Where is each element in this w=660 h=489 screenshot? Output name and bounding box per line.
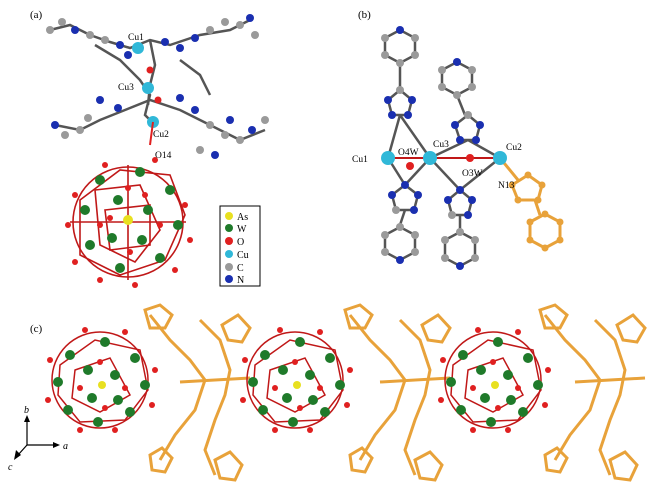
panel-b: (b)	[352, 9, 564, 270]
axis-triad	[14, 415, 60, 460]
axis-label-c: c	[8, 462, 13, 473]
cu3-atom-b	[423, 151, 437, 165]
legend-o-swatch	[225, 237, 233, 245]
legend-c-label: C	[237, 263, 244, 274]
panel-a-polyoxometalate-cluster	[65, 157, 193, 288]
panel-a-label: (a)	[30, 9, 43, 21]
cu1-atom-a	[132, 42, 144, 54]
panel-a: (a)	[30, 9, 269, 288]
cu1-atom-b	[381, 151, 395, 165]
panel-a-ligand-network: Cu1 Cu3 Cu2 O14	[46, 14, 269, 161]
atom-label-cu3-a: Cu3	[118, 83, 134, 93]
atom-label-o3w-b: O3W	[462, 169, 483, 179]
atom-label-cu1-a: Cu1	[128, 33, 144, 43]
axis-label-a: a	[63, 441, 68, 452]
legend-as-swatch	[225, 212, 233, 220]
atom-label-n13-b: N13	[498, 181, 515, 191]
legend-cu-swatch	[225, 250, 233, 258]
orange-linkers	[143, 303, 647, 482]
panel-b-orange-ligand	[498, 157, 562, 250]
legend-cu-label: Cu	[237, 250, 249, 261]
atom-label-o14-a: O14	[155, 151, 172, 161]
polyoxometalate-cluster-3	[438, 327, 551, 433]
legend-n-label: N	[237, 275, 244, 286]
atom-label-cu1-b: Cu1	[352, 155, 368, 165]
axis-label-b: b	[24, 405, 29, 416]
polyoxometalate-cluster-1	[45, 327, 158, 433]
atom-label-cu3-b: Cu3	[433, 140, 449, 150]
panel-c: (c)	[8, 303, 647, 482]
legend-w-swatch	[225, 224, 233, 232]
panel-b-dimer: Cu1 O4W Cu3 Cu2 O3W N13	[352, 26, 564, 270]
panel-b-label: (b)	[358, 9, 371, 21]
atom-label-cu2-b: Cu2	[506, 143, 522, 153]
polyoxometalate-cluster-2	[240, 327, 353, 433]
cu3-atom-a	[142, 82, 154, 94]
legend: As W O Cu C N	[219, 205, 261, 287]
legend-c-swatch	[225, 263, 233, 271]
panel-c-chain	[45, 303, 647, 482]
atom-label-o4w-b: O4W	[398, 148, 419, 158]
cu2-atom-b	[493, 151, 507, 165]
legend-n-swatch	[225, 275, 233, 283]
atom-label-cu2-a: Cu2	[153, 130, 169, 140]
legend-o-label: O	[237, 237, 244, 248]
panel-a-organic-atoms	[46, 14, 269, 159]
legend-w-label: W	[237, 224, 247, 235]
legend-as-label: As	[237, 212, 248, 223]
panel-c-label: (c)	[30, 323, 43, 335]
